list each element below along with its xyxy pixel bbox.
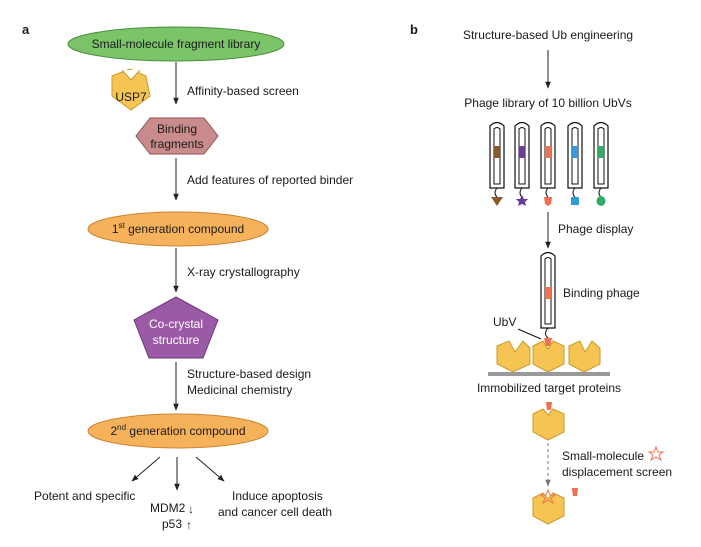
- fragment-library-node: Small-molecule fragment library: [67, 26, 285, 62]
- gen2-text: generation compound: [126, 424, 245, 438]
- library-phage: [489, 121, 505, 206]
- design-line1: Structure-based design: [187, 367, 311, 381]
- fragment-library-label: Small-molecule fragment library: [92, 37, 261, 51]
- arrow-gen2-to-potent: [131, 456, 161, 482]
- phage-variant-tag: [494, 146, 500, 158]
- target-protein-3: [568, 340, 601, 373]
- phage-variant-tag: [519, 146, 525, 158]
- outcome-mdm2-label: MDM2: [150, 501, 186, 515]
- usp7-label: USP7: [115, 90, 147, 104]
- phage-variant-marker: [596, 196, 606, 206]
- gen1-superscript: st: [119, 221, 126, 230]
- ub-engineering-label: Structure-based Ub engineering: [463, 28, 633, 42]
- phage-library-group: [489, 121, 609, 206]
- phage-variant-marker: [516, 195, 528, 206]
- displacement-line1: Small-molecule: [562, 449, 644, 463]
- outcome-apoptosis-line2: and cancer cell death: [218, 505, 332, 519]
- add-features-label: Add features of reported binder: [187, 173, 353, 187]
- gen2-compound-node: 2nd generation compound: [87, 413, 269, 449]
- design-line2: Medicinal chemistry: [187, 383, 292, 397]
- small-molecule-star-icon: [647, 445, 665, 462]
- surface-bar: [488, 372, 610, 376]
- binding-phage-label: Binding phage: [563, 286, 640, 300]
- library-phage: [567, 121, 583, 205]
- displaced-protein: [532, 488, 565, 525]
- xray-label: X-ray crystallography: [187, 265, 300, 279]
- panel-b: b Structure-based Ub engineering Phage l…: [410, 22, 672, 525]
- binding-fragments-node: Binding fragments: [135, 117, 219, 155]
- phage-variant-tag: [545, 146, 551, 158]
- outcome-p53-arrow: ↑: [186, 518, 192, 532]
- outcome-mdm2-arrow: ↓: [188, 502, 194, 516]
- outcome-potent-label: Potent and specific: [34, 489, 135, 503]
- bound-small-molecule-star-icon: [539, 488, 557, 505]
- cocrystal-line1: Co-crystal: [149, 317, 203, 331]
- phage-variant-marker: [491, 197, 503, 206]
- outcome-p53-label: p53: [162, 517, 182, 531]
- panel-b-label: b: [410, 22, 418, 37]
- immobilized-proteins: [488, 340, 610, 376]
- affinity-screen-label: Affinity-based screen: [187, 84, 299, 98]
- immobilized-label: Immobilized target proteins: [477, 381, 621, 395]
- library-phage: [540, 121, 556, 206]
- gen1-compound-label: 1st generation compound: [112, 221, 244, 236]
- gen2-compound-label: 2nd generation compound: [110, 423, 245, 438]
- phage-display-label: Phage display: [558, 222, 633, 236]
- binding-phage-tag: [545, 287, 551, 299]
- binding-fragments-line1: Binding: [157, 122, 197, 136]
- gen1-ordinal: 1: [112, 222, 119, 236]
- target-protein-1: [496, 340, 531, 373]
- phage-variant-tag: [572, 146, 578, 158]
- phage-variant-marker: [544, 197, 552, 206]
- gen2-ordinal: 2: [110, 424, 117, 438]
- ubv-pointer-line: [517, 328, 542, 340]
- arrow-gen2-to-apoptosis: [195, 456, 225, 482]
- usp7-protein-node: USP7: [111, 68, 151, 111]
- ubv-label: UbV: [493, 315, 516, 329]
- phage-library-label: Phage library of 10 billion UbVs: [464, 96, 631, 110]
- library-phage: [593, 121, 609, 206]
- gen1-compound-node: 1st generation compound: [87, 211, 269, 247]
- gen2-superscript: nd: [117, 423, 126, 432]
- bound-protein: [532, 402, 565, 441]
- binding-phage: [540, 251, 556, 346]
- phage-variant-tag: [598, 146, 604, 158]
- ubv-marker: [544, 338, 552, 346]
- gen1-text: generation compound: [125, 222, 244, 236]
- binding-fragments-line2: fragments: [150, 137, 203, 151]
- cocrystal-structure-node: Co-crystal structure: [133, 296, 219, 359]
- displaced-ubv-marker: [572, 488, 578, 496]
- library-phage: [514, 121, 530, 206]
- panel-a: a Small-molecule fragment library USP7 A…: [22, 22, 353, 532]
- phage-variant-marker: [571, 197, 579, 205]
- cocrystal-line2: structure: [153, 333, 200, 347]
- bound-ubv-marker: [546, 402, 552, 410]
- panel-a-label: a: [22, 22, 30, 37]
- displacement-line2: displacement screen: [562, 465, 672, 479]
- target-protein-2: [532, 340, 565, 373]
- outcome-apoptosis-line1: Induce apoptosis: [232, 489, 323, 503]
